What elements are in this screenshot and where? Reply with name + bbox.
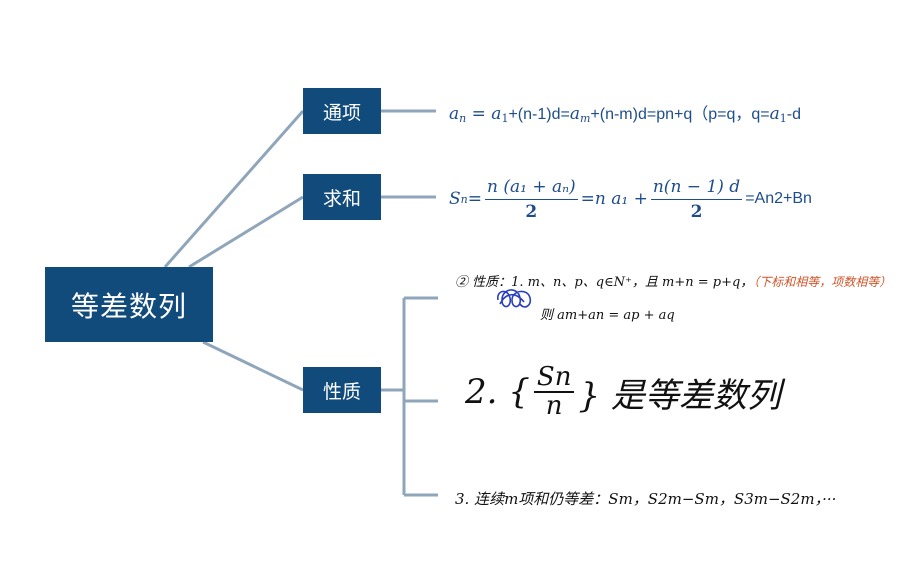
formula-text: +(n-1)d= bbox=[508, 106, 570, 123]
root-node[interactable]: 等差数列 bbox=[45, 267, 213, 342]
root-node-label: 等差数列 bbox=[70, 289, 187, 323]
formula-subscript: 1 bbox=[779, 112, 787, 125]
branch-node-tongxiang[interactable]: 通项 bbox=[303, 88, 381, 134]
sum-fraction-1: n (a₁ + aₙ) 2 bbox=[485, 177, 578, 222]
formula-symbol: a bbox=[491, 104, 502, 124]
fraction-numerator: n (a₁ + aₙ) bbox=[485, 177, 578, 200]
connector-root-xingzhi bbox=[202, 340, 304, 392]
fraction-denominator: n bbox=[545, 391, 563, 422]
formula-equals: = bbox=[466, 104, 492, 124]
formula-text: =An bbox=[745, 190, 775, 207]
scribble-mark bbox=[497, 289, 532, 308]
property-1-conclusion: 则 am+an = ap + aq bbox=[540, 308, 675, 323]
formula-symbol: a bbox=[769, 104, 780, 124]
fraction-numerator: Sn bbox=[533, 363, 575, 394]
formula-text: +Bn bbox=[783, 190, 812, 207]
branch-label-xingzhi: 性质 bbox=[322, 380, 361, 403]
property-2-fraction: Sn n bbox=[533, 363, 575, 422]
property-2-suffix: } 是等差数列 bbox=[578, 375, 781, 416]
general-term-formula: an = a1+(n-1)d=am+(n-m)d=pn+q（p=q，q=a1-d bbox=[449, 100, 801, 125]
formula-symbol: a bbox=[569, 104, 580, 124]
fraction-numerator: n(n − 1) d bbox=[650, 177, 743, 200]
property-3-text: 3. 连续m项和仍等差：Sm，S2m−Sm，S3m−S2m，··· bbox=[455, 490, 837, 508]
formula-text: +(n-m)d=pn+q（p=q，q= bbox=[590, 106, 770, 123]
property-2-prefix: 2. { bbox=[465, 372, 530, 413]
connector-root-tongxiang bbox=[163, 110, 305, 268]
connector-xingzhi-bracket bbox=[381, 296, 438, 497]
property-2-text: 2. { Sn n } 是等差数列 bbox=[465, 363, 781, 422]
connector-root-qiuhe bbox=[188, 195, 304, 269]
formula-subscript: n bbox=[459, 112, 467, 125]
property-1-main: ② 性质：1. m、n、p、q∈N⁺，且 m+n = p+q， bbox=[455, 275, 754, 290]
formula-text: -d bbox=[786, 106, 801, 123]
formula-subscript: n bbox=[460, 192, 468, 206]
branch-node-xingzhi[interactable]: 性质 bbox=[303, 367, 381, 413]
formula-symbol: S bbox=[449, 189, 461, 209]
fraction-denominator: 2 bbox=[690, 201, 703, 222]
formula-subscript: 1 bbox=[501, 112, 509, 125]
branch-label-qiuhe: 求和 bbox=[322, 187, 361, 210]
formula-text: =n a₁ + bbox=[580, 189, 648, 209]
sum-fraction-2: n(n − 1) d 2 bbox=[650, 177, 743, 222]
property-1-note: （下标和相等，项数相等） bbox=[753, 275, 892, 289]
fraction-denominator: 2 bbox=[525, 201, 538, 222]
branch-node-qiuhe[interactable]: 求和 bbox=[303, 174, 381, 220]
formula-subscript: m bbox=[579, 112, 591, 125]
formula-symbol: a bbox=[449, 104, 460, 124]
property-1-text: ② 性质：1. m、n、p、q∈N⁺，且 m+n = p+q，（下标和相等，项数… bbox=[455, 271, 891, 290]
branch-label-tongxiang: 通项 bbox=[322, 101, 361, 124]
formula-superscript: 2 bbox=[774, 190, 784, 207]
formula-equals: = bbox=[467, 189, 482, 209]
